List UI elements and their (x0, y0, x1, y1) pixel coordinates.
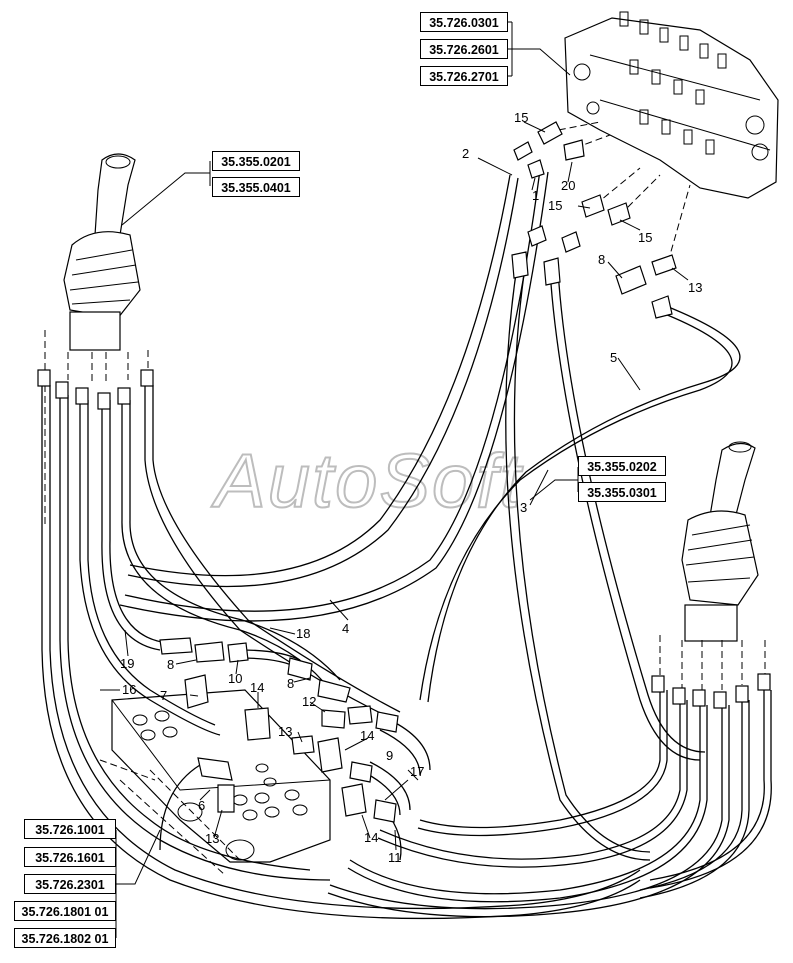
leader-lines (100, 21, 689, 938)
callout-16: 16 (122, 682, 136, 697)
watermark: AutoSoft (211, 439, 523, 524)
callout-5: 5 (610, 350, 617, 365)
manifold-block (99, 689, 331, 876)
hoses (41, 169, 772, 920)
callout-13-top: 13 (688, 280, 702, 295)
callout-17: 17 (410, 764, 424, 779)
callout-14-upper: 14 (250, 680, 264, 695)
callout-2: 2 (462, 146, 469, 161)
ref-right-joystick-2[interactable]: 35.355.0301 (578, 482, 666, 502)
ref-valve-3[interactable]: 35.726.2701 (420, 66, 508, 86)
callout-19: 19 (120, 656, 134, 671)
callout-9: 9 (386, 748, 393, 763)
callout-6: 6 (198, 798, 205, 813)
ref-right-joystick-1[interactable]: 35.355.0202 (578, 456, 666, 476)
right-joystick (659, 441, 766, 690)
callout-8-mid: 8 (287, 676, 294, 691)
ref-left-joystick-1[interactable]: 35.355.0201 (212, 151, 300, 171)
callout-13-lower: 13 (205, 831, 219, 846)
ref-manifold-1[interactable]: 35.726.1001 (24, 819, 116, 839)
callout-4: 4 (342, 621, 349, 636)
valve-leader-dash (547, 121, 691, 263)
callouts: 15 2 1 20 15 15 8 13 5 3 4 18 19 8 10 8 … (120, 110, 702, 865)
callout-12: 12 (302, 694, 316, 709)
callout-13-mid: 13 (278, 724, 292, 739)
fittings (37, 121, 771, 823)
callout-15-right: 15 (638, 230, 652, 245)
ref-valve-1[interactable]: 35.726.0301 (420, 12, 508, 32)
ref-left-joystick-2[interactable]: 35.355.0401 (212, 177, 300, 197)
callout-10: 10 (228, 671, 242, 686)
ref-manifold-3[interactable]: 35.726.2301 (24, 874, 116, 894)
control-valve (564, 11, 779, 199)
callout-8-top: 8 (598, 252, 605, 267)
callout-1: 1 (532, 188, 539, 203)
callout-15-top: 15 (514, 110, 528, 125)
callout-14-lower: 14 (364, 830, 378, 845)
ref-manifold-5[interactable]: 35.726.1802 01 (14, 928, 116, 948)
left-joystick (44, 153, 149, 525)
callout-20: 20 (561, 178, 575, 193)
callout-15-mid: 15 (548, 198, 562, 213)
callout-3: 3 (520, 500, 527, 515)
callout-14-mid: 14 (360, 728, 374, 743)
callout-7: 7 (160, 688, 167, 703)
ref-manifold-4[interactable]: 35.726.1801 01 (14, 901, 116, 921)
ref-valve-2[interactable]: 35.726.2601 (420, 39, 508, 59)
callout-18: 18 (296, 626, 310, 641)
callout-11: 11 (388, 850, 402, 865)
callout-8-left: 8 (167, 657, 174, 672)
ref-manifold-2[interactable]: 35.726.1601 (24, 847, 116, 867)
